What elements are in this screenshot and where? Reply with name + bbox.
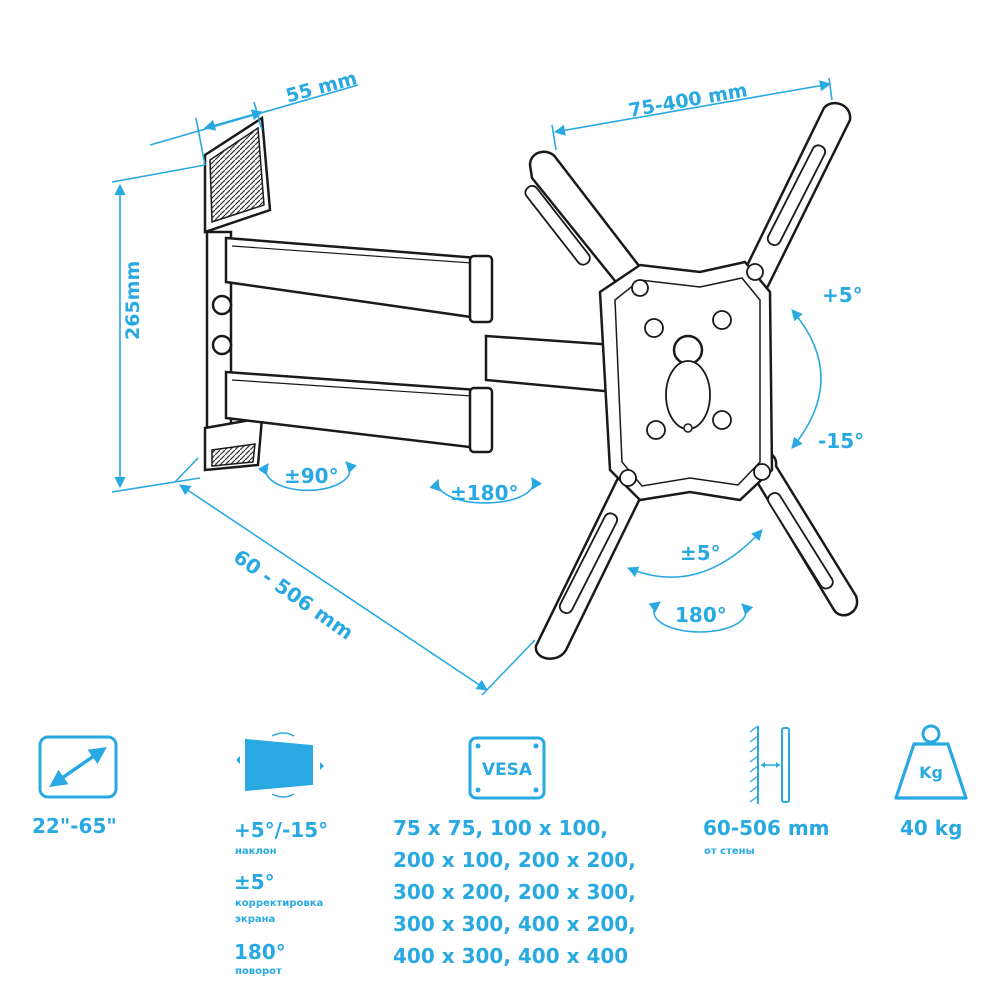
level-adjust-value: ±5°	[234, 870, 275, 894]
wall-distance-caption: от стены	[704, 846, 755, 857]
vesa-sizes-line: 75 x 75, 100 x 100,	[393, 816, 608, 840]
rotation-arrows	[257, 309, 822, 633]
screen-size-value: 22"-65"	[32, 814, 117, 838]
weight-icon-label: Kg	[919, 763, 943, 782]
extension-dimension-label: 60 - 506 mm	[229, 544, 358, 644]
wall-plate	[203, 115, 272, 472]
rotation-caption: поворот	[235, 966, 282, 977]
vesa-plate	[524, 101, 859, 660]
diagonal-arrow-icon	[38, 735, 118, 799]
depth-dimension-label: 55 mm	[284, 67, 360, 107]
level-adjust-caption-line1: корректировка	[235, 898, 324, 909]
vesa-sizes-list: 75 x 75, 100 x 100, 200 x 100, 200 x 200…	[393, 812, 653, 972]
vesa-icon-label: VESA	[482, 760, 533, 780]
vesa-sizes-line: 300 x 300, 400 x 200,	[393, 912, 636, 936]
vesa-sizes-line: 300 x 200, 200 x 300,	[393, 880, 636, 904]
wall-swivel-label: ±90°	[284, 464, 339, 488]
level-adjust-label: ±5°	[680, 541, 721, 565]
level-adjust-caption-line2: экрана	[235, 914, 276, 925]
weight-icon: Kg	[894, 724, 968, 800]
wall-distance-value: 60-506 mm	[703, 816, 830, 840]
rotation-label: 180°	[675, 603, 727, 627]
tilt-down-label: -15°	[818, 429, 864, 453]
screen-tilt-icon	[236, 732, 324, 798]
arm-swivel-label: ±180°	[450, 481, 519, 505]
tilt-value: +5°/-15°	[234, 818, 329, 842]
dimension-lines	[111, 77, 833, 696]
double-arm	[224, 236, 617, 454]
height-dimension-label: 265mm	[122, 261, 144, 340]
wall-distance-icon	[749, 725, 790, 804]
rotation-value: 180°	[234, 940, 286, 964]
vesa-sizes-line: 200 x 100, 200 x 200,	[393, 848, 636, 872]
tilt-caption: наклон	[235, 846, 277, 857]
vesa-range-dimension-label: 75-400 mm	[627, 79, 749, 122]
tilt-up-label: +5°	[822, 283, 863, 307]
vesa-sizes-line: 400 x 300, 400 x 400	[393, 944, 629, 968]
max-weight-value: 40 kg	[900, 816, 963, 840]
vesa-icon: VESA	[468, 736, 546, 800]
